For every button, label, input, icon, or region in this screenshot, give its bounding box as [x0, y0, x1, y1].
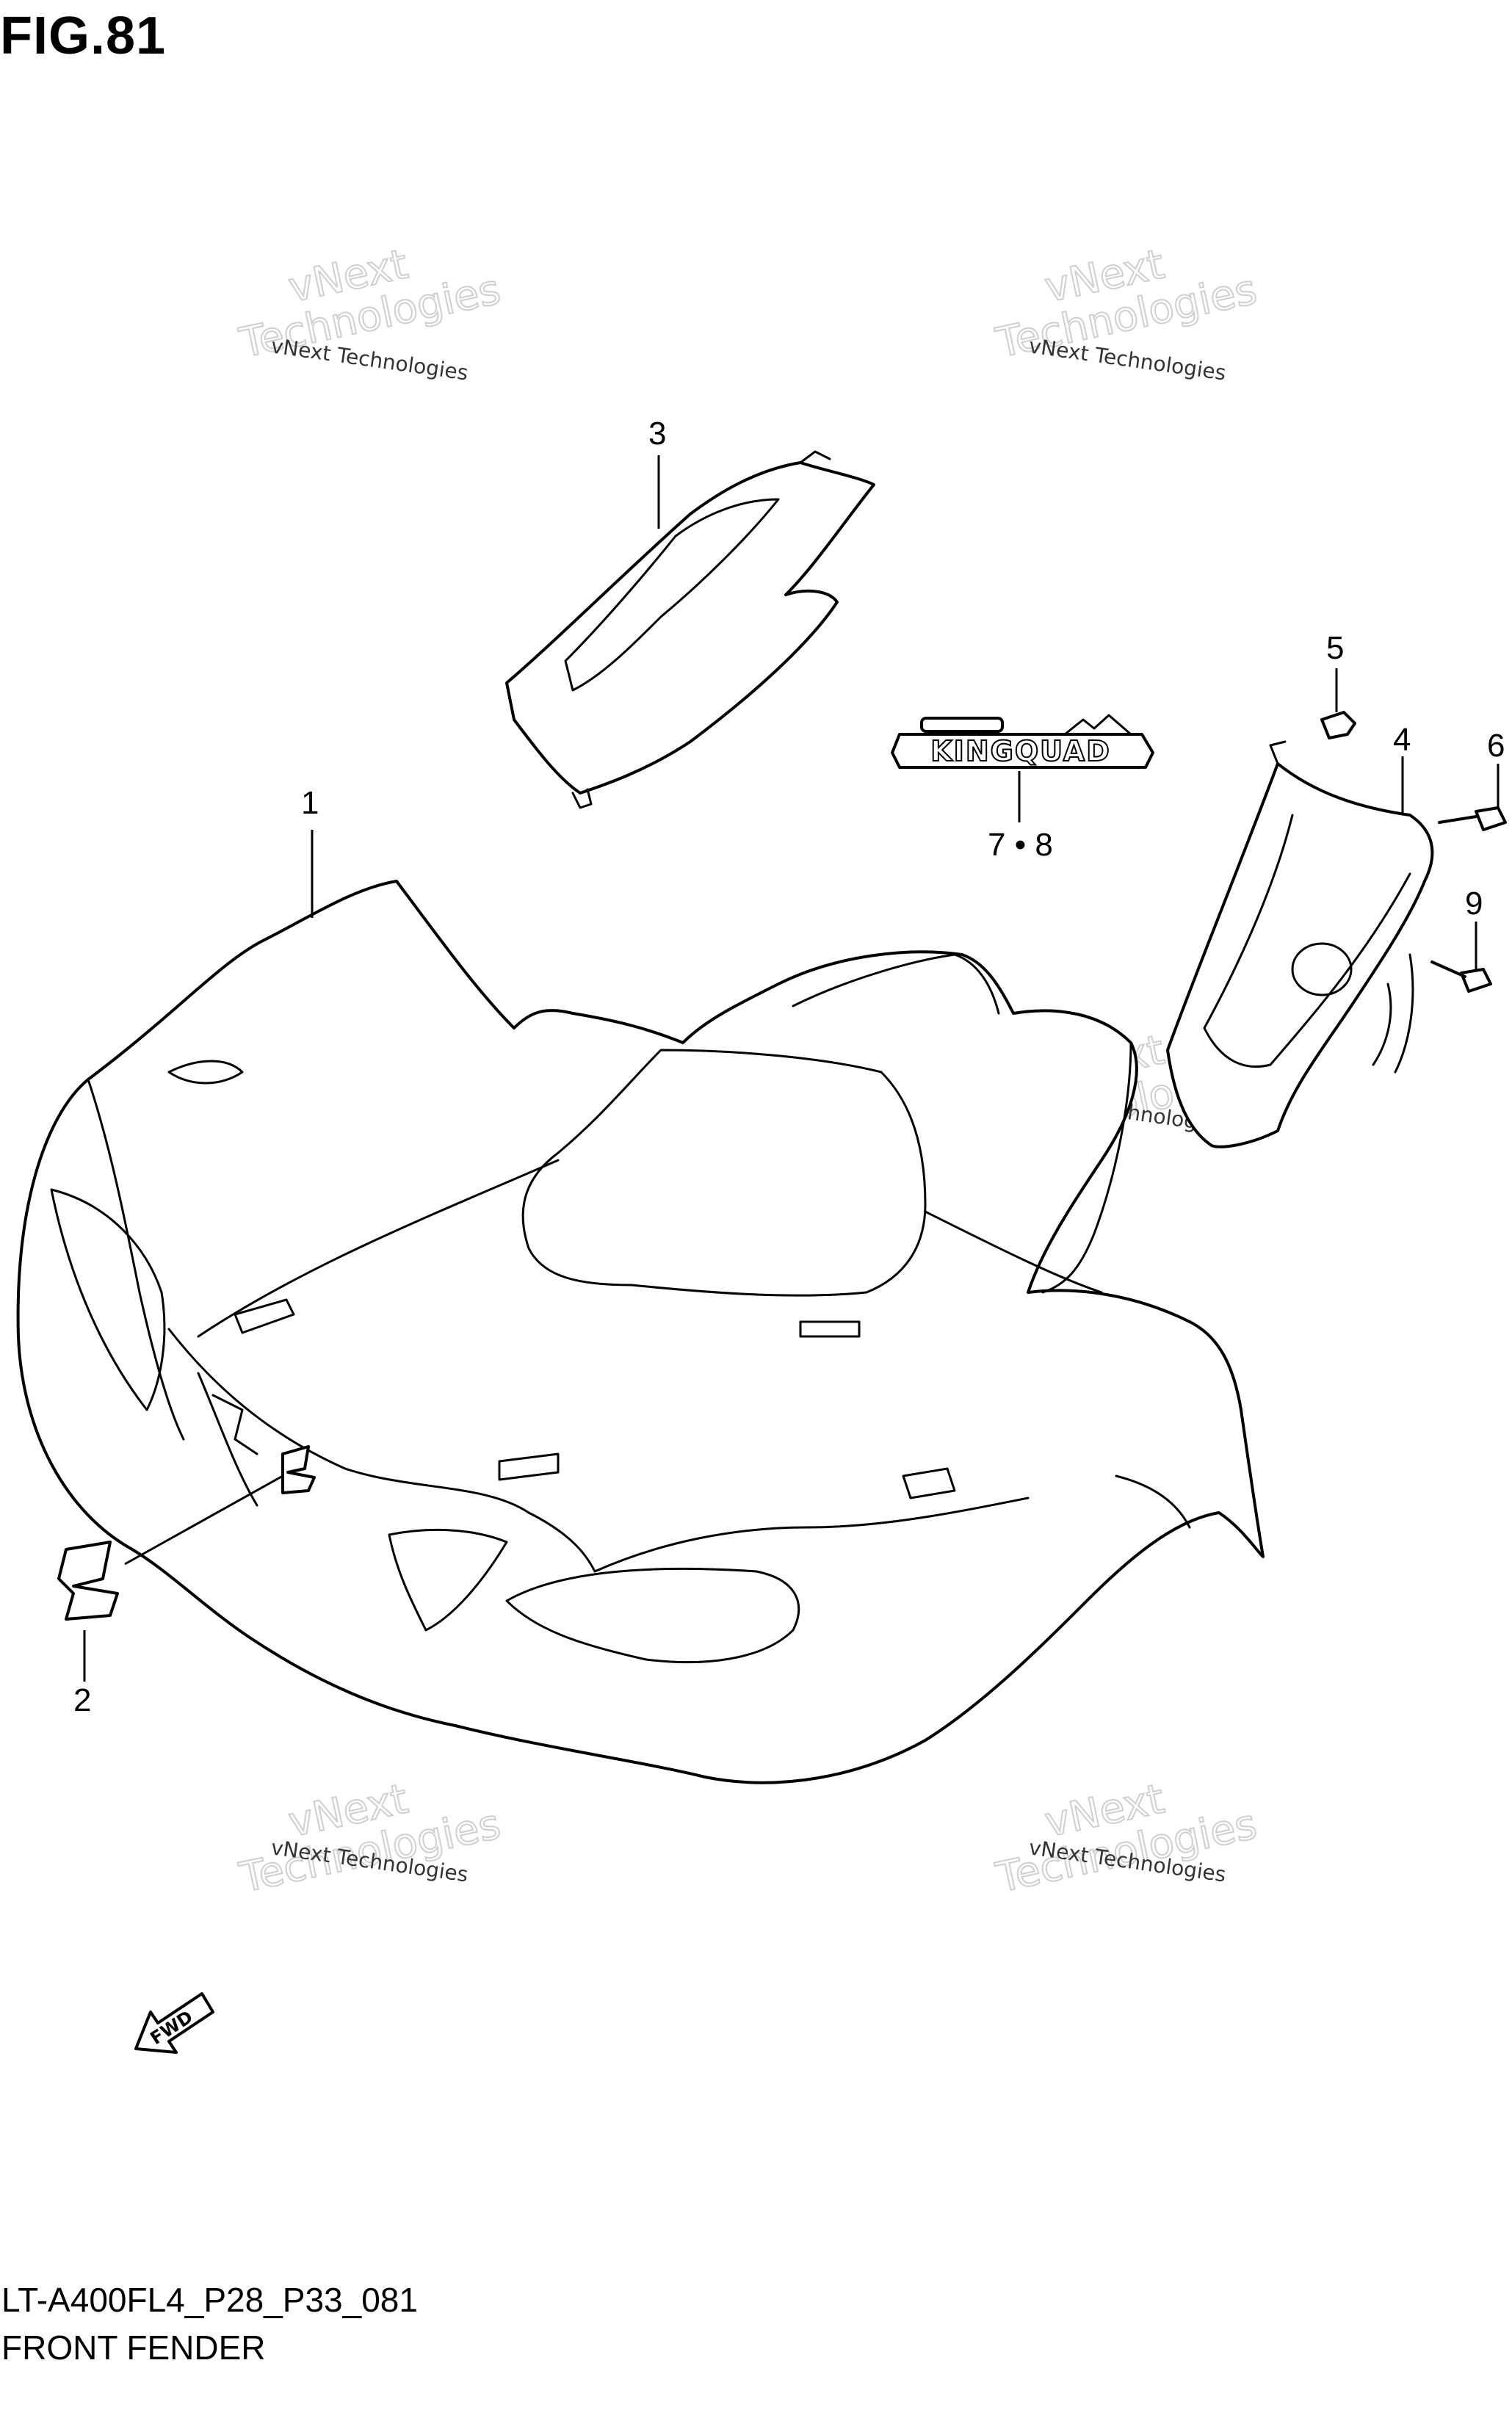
- callout-4: 4: [1393, 722, 1411, 758]
- fastener-5-clip: [1320, 711, 1356, 739]
- fender-grille-left: [197, 1372, 258, 1507]
- fender-boss-4: [902, 1467, 956, 1499]
- fender-body-outline: [16, 880, 1265, 1784]
- callout-9: 9: [1465, 886, 1483, 922]
- callout-6: 6: [1487, 728, 1505, 764]
- figure-name: FRONT FENDER: [1, 2328, 266, 2367]
- fender-right-lip: [1115, 1474, 1191, 1529]
- callout-7-8: 7 • 8: [988, 827, 1053, 863]
- fender-left-side: [87, 1078, 185, 1441]
- fender-seat-recess: [521, 1049, 927, 1297]
- fwd-arrow-shape: [134, 1992, 214, 2054]
- part-2-emblem: [57, 1445, 316, 1621]
- screw-9-shape: [1430, 960, 1492, 993]
- panel-cover-outline: [505, 461, 875, 795]
- fastener-9-screw: [1430, 960, 1492, 993]
- decal-text: KINGQUAD: [930, 735, 1111, 767]
- side-cover-recess: [1203, 814, 1411, 1068]
- side-cover-right-edge: [1372, 953, 1414, 1074]
- fender-boss-2: [799, 1320, 861, 1338]
- emblem-shape-on-fender: [281, 1445, 316, 1494]
- callout-2: 2: [73, 1682, 91, 1718]
- callout-1: 1: [301, 785, 319, 821]
- watermark-top-right: vNext Technologies: [991, 239, 1262, 368]
- fender-rear-handle: [792, 953, 1000, 1015]
- watermark-top-left: vNext Technologies: [235, 239, 505, 368]
- fender-boss-5: [167, 1060, 244, 1085]
- leader-2-to-fender: [124, 1474, 283, 1566]
- fwd-direction-arrow: FWD: [134, 1992, 214, 2054]
- part-7-8-decal: KINGQUAD: [891, 714, 1154, 769]
- fastener-6-screw: [1438, 806, 1507, 831]
- decal-badge: [920, 717, 1004, 733]
- screw-6-shape: [1438, 806, 1507, 831]
- figure-code: LT-A400FL4_P28_P33_081: [1, 2281, 418, 2319]
- side-cover-hole: [1291, 942, 1353, 996]
- figure-title: FIG.81: [0, 7, 167, 65]
- decal-plate: [891, 733, 1154, 769]
- panel-cover-recess: [564, 498, 780, 692]
- fender-hood-ridge: [197, 1159, 1103, 1338]
- panel-cover-tab: [571, 450, 831, 809]
- clip-5-shape: [1320, 711, 1356, 739]
- fender-boss-1: [234, 1298, 295, 1334]
- fender-headlight-left: [50, 1188, 166, 1411]
- emblem-shape: [57, 1541, 119, 1621]
- side-cover-outline: [1166, 762, 1434, 1148]
- decal-mountain: [1063, 714, 1132, 736]
- fender-front-crease: [167, 1328, 1030, 1573]
- callout-leaders: [83, 455, 1500, 1682]
- fender-grille-center: [388, 1528, 508, 1632]
- callout-5: 5: [1326, 630, 1344, 666]
- part-1-front-fender: [16, 880, 1265, 1784]
- fender-right-side: [1041, 1041, 1132, 1294]
- fender-lower-vent: [505, 1567, 800, 1664]
- callout-numbers: 1 2 3 4 5 6 7 • 8 9: [73, 416, 1505, 1718]
- watermark-small-top-left: vNext Technologies: [270, 333, 470, 385]
- side-cover-tab-top: [1269, 740, 1287, 765]
- fender-boss-3: [498, 1452, 560, 1481]
- part-4-side-cover: [1166, 740, 1434, 1148]
- part-3-panel-cover: [505, 450, 875, 809]
- watermark-small-top-right: vNext Technologies: [1027, 333, 1228, 385]
- callout-3: 3: [648, 416, 666, 452]
